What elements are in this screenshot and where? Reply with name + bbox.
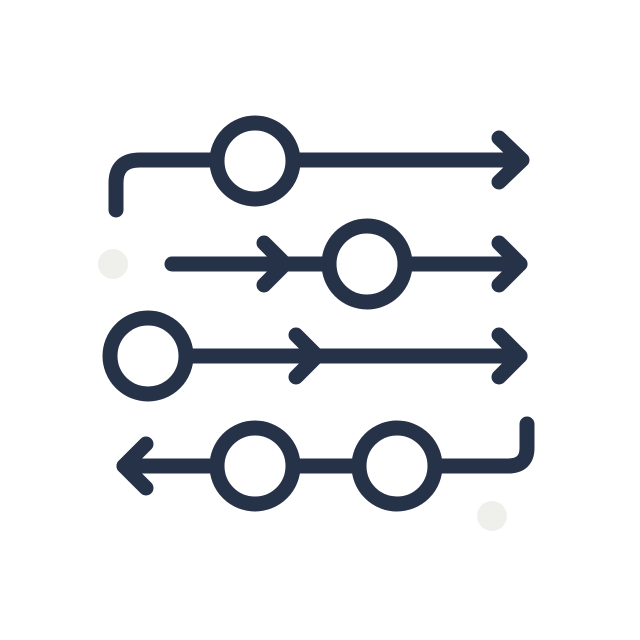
flow-row-4-arrowhead-icon	[116, 436, 154, 496]
flow-row-4-line	[116, 416, 535, 474]
decorative-dot-bottom-right	[477, 501, 507, 531]
flow-row-1	[108, 115, 530, 218]
decorative-dot-left	[98, 249, 128, 279]
flow-row-4-node-right	[351, 420, 443, 512]
flow-row-2-mid-arrowhead-icon	[256, 235, 293, 293]
flow-row-1-node	[209, 115, 301, 207]
flow-row-2-node	[321, 218, 413, 310]
flow-row-3-node	[102, 310, 194, 402]
flow-row-3-arrowhead-icon	[491, 327, 528, 385]
flow-row-2	[164, 218, 528, 310]
flow-row-2-arrowhead-icon	[491, 235, 528, 293]
flow-row-3	[102, 310, 528, 402]
flow-row-4	[116, 416, 535, 512]
flow-row-4-node-left	[209, 420, 301, 512]
flow-row-1-line	[108, 152, 528, 218]
flow-row-3-mid-arrowhead-icon	[288, 327, 325, 385]
flow-row-1-arrowhead-icon	[491, 130, 530, 190]
